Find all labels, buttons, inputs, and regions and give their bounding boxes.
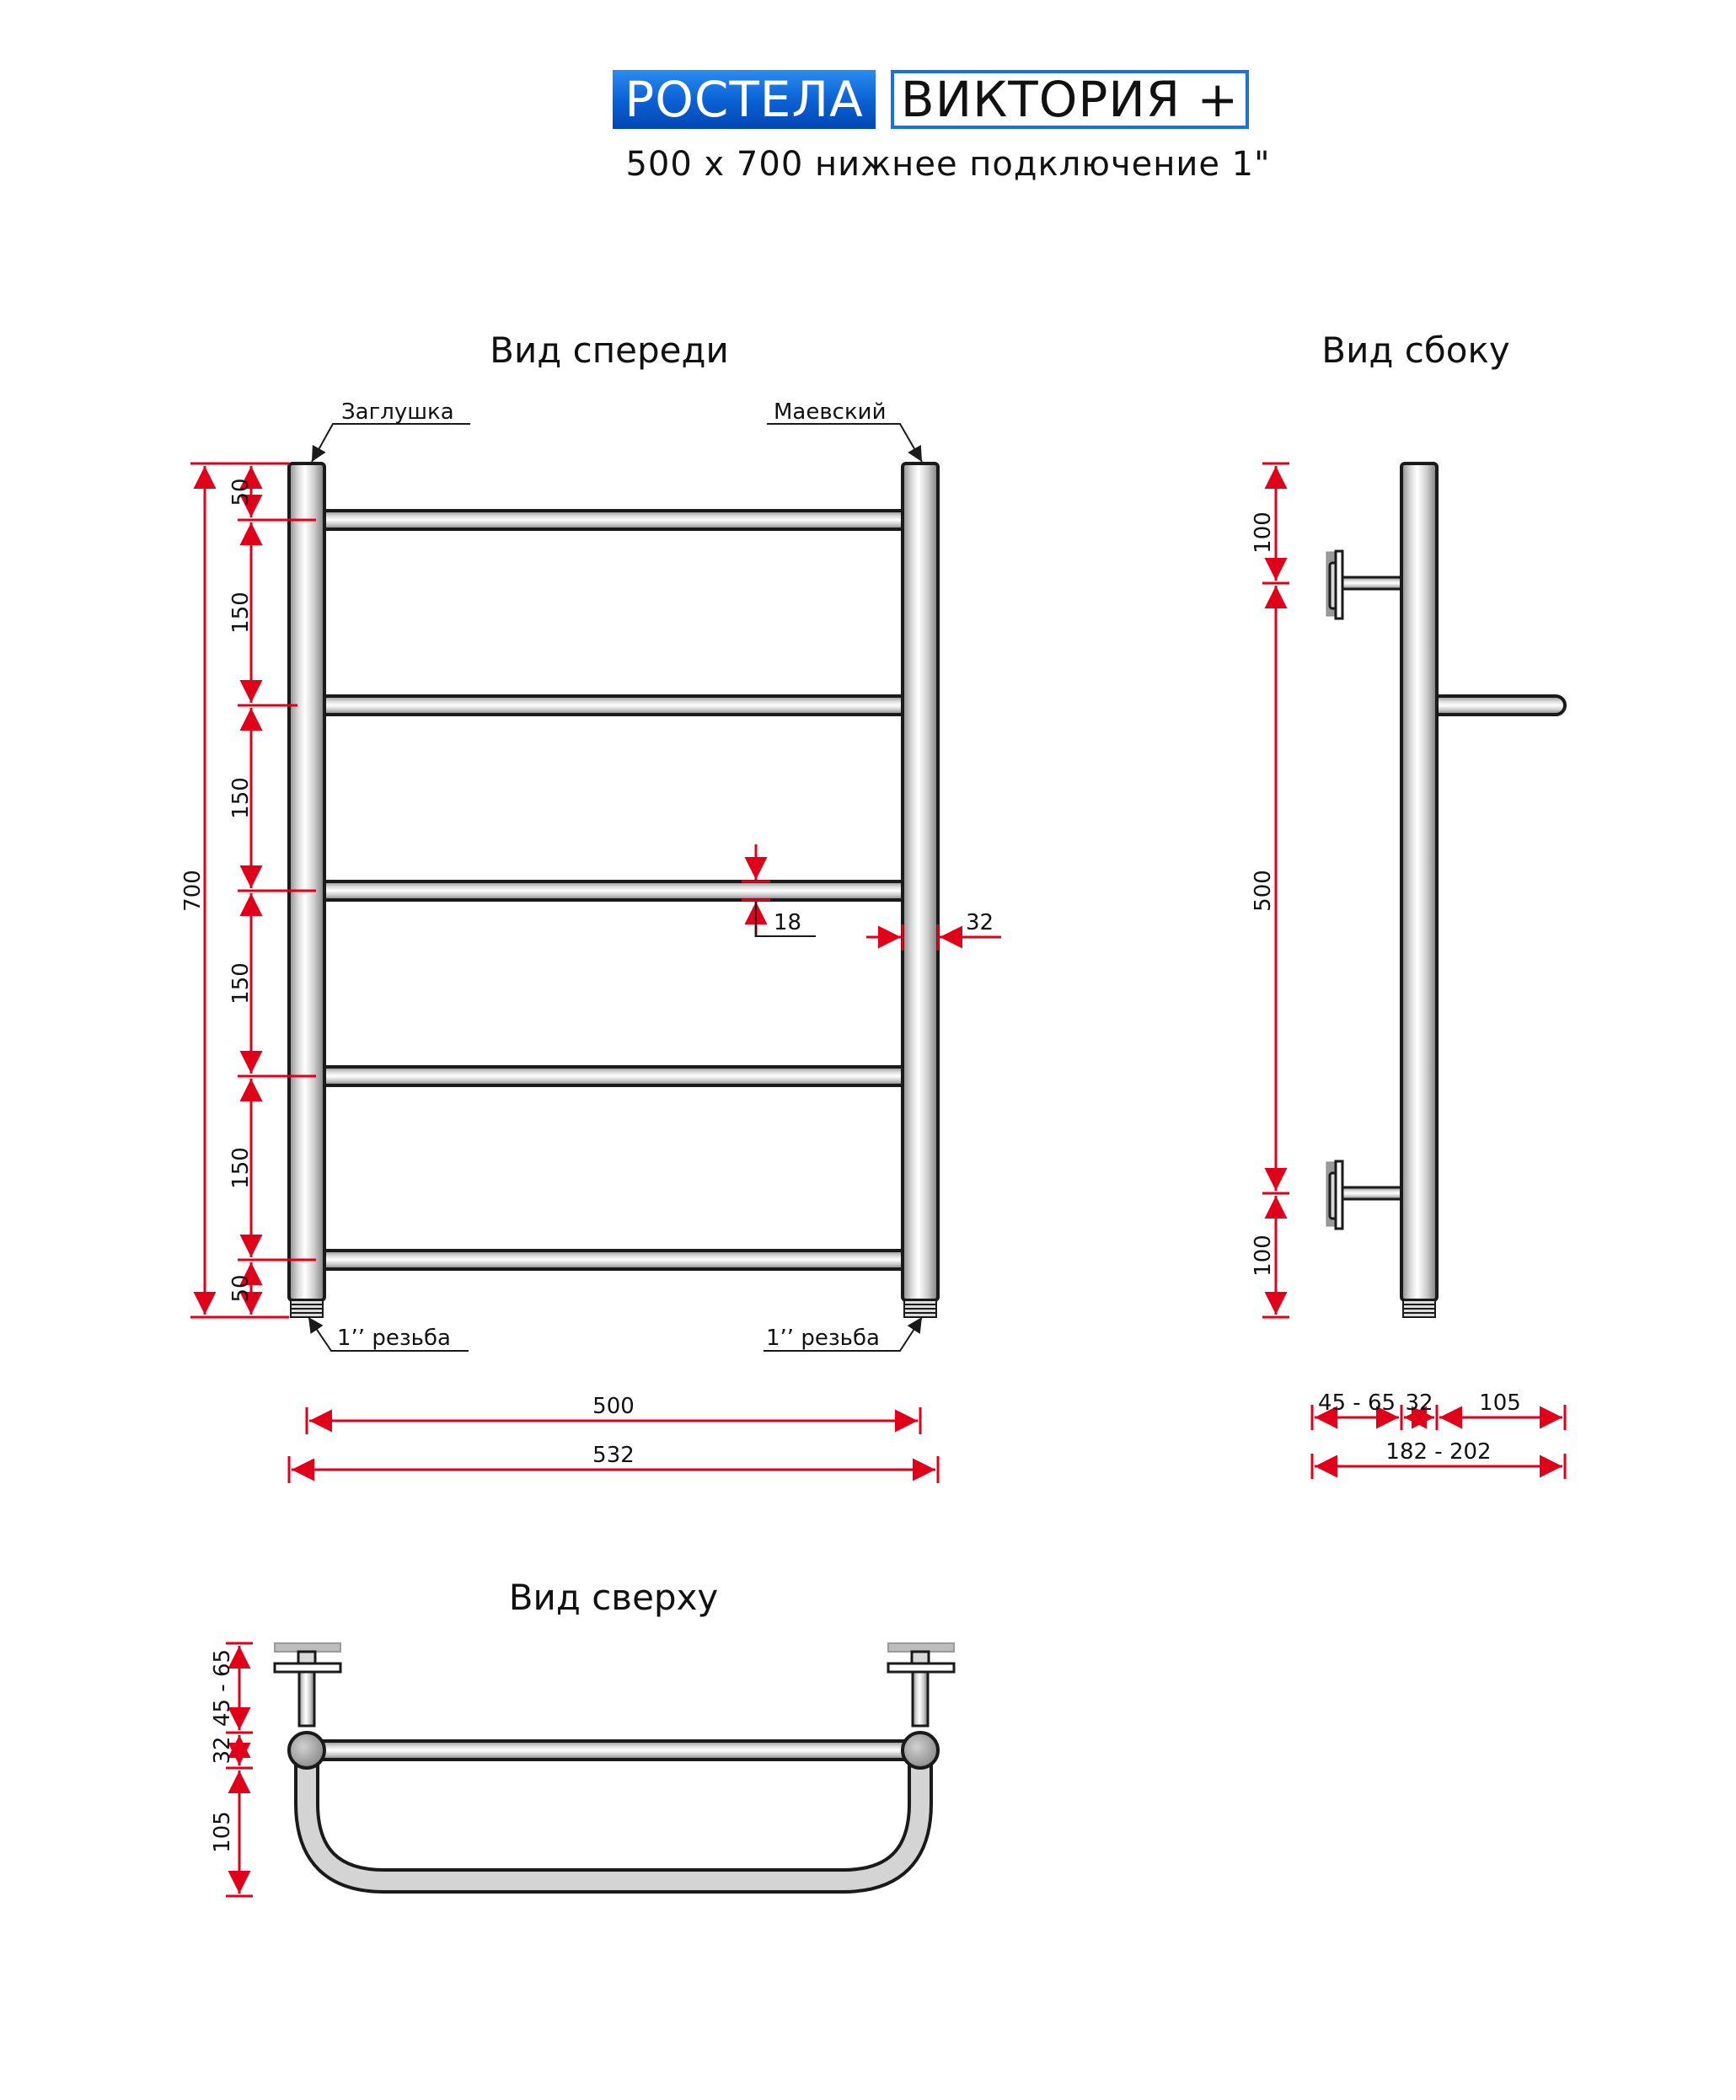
dim-pipe-diameter [866,924,1001,951]
dim-pipe-label: 32 [966,910,994,935]
top-vertical-dims [226,1642,253,1898]
plug-leader: Заглушка [311,399,470,463]
dim-total-width-label: 532 [592,1443,635,1468]
right-riser-pipe [901,462,940,1302]
side-view: Вид сбоку [1251,329,1567,1479]
towel-bar-2 [296,694,931,716]
top-u-bar [297,1741,930,1890]
dim-seg-4: 150 [228,962,254,1004]
header: РОСТЕЛА ВИКТОРИЯ + 500 х 700 нижнее подк… [0,0,1736,219]
dim-axis-width-label: 500 [592,1394,635,1419]
top-u-bar-outline [294,1738,933,1894]
side-dim-total: 182 - 202 [1385,1439,1491,1465]
top-dim-depth: 105 [210,1811,235,1853]
top-flange-right [887,1642,956,1728]
side-horizontal-dims [1310,1405,1567,1479]
towel-bar-5 [314,1249,913,1271]
thread-right-label: 1’’ резьба [766,1326,880,1351]
towel-bar-3 [314,880,913,902]
top-straight-bar [305,1739,922,1761]
wall-bracket-bottom [1326,1160,1403,1230]
top-dim-pipe: 32 [210,1736,235,1764]
dim-segments [238,466,316,1315]
wall-bracket-top [1326,549,1403,620]
dim-bar-label: 18 [774,910,801,935]
dim-seg-6: 50 [228,1274,254,1302]
dim-seg-1: 50 [228,478,254,506]
thread-right-leader: 1’’ резьба [764,1316,923,1352]
side-view-title: Вид сбоку [1321,329,1509,371]
top-view-title: Вид сверху [509,1577,719,1618]
dim-seg-5: 150 [228,1147,254,1189]
dim-seg-3: 150 [228,777,254,819]
top-view: Вид сверху [210,1577,956,1898]
right-thread-icon [903,1299,937,1318]
dim-bar-diameter [742,844,816,937]
front-view-title: Вид спереди [490,329,729,371]
top-dim-wall: 45 - 65 [210,1649,235,1727]
side-dim-top: 100 [1251,512,1276,554]
side-dim-middle: 500 [1251,870,1276,912]
dim-widths [287,1407,940,1483]
towel-bar-1 [314,509,913,531]
plug-label: Заглушка [341,399,454,425]
left-riser-pipe [287,462,326,1302]
air-valve-label: Маевский [774,399,886,425]
product-subtitle: 500 х 700 нижнее подключение 1" [625,145,1271,184]
dim-seg-2: 150 [228,592,254,634]
top-flange-left [273,1642,342,1728]
front-view: Вид спереди Заглушка Маевский [180,329,1001,1483]
side-dim-depth: 105 [1479,1390,1521,1416]
side-dim-wall: 45 - 65 [1318,1390,1396,1416]
side-towel-bar [1428,694,1567,716]
side-riser-pipe [1400,462,1439,1302]
side-dim-bottom: 100 [1251,1235,1276,1277]
dim-total-height-label: 700 [180,870,206,912]
air-valve-leader: Маевский [767,399,923,463]
towel-bar-4 [314,1065,913,1087]
top-right-pipe-section [901,1731,940,1770]
thread-left-leader: 1’’ резьба [308,1316,469,1352]
model-name: ВИКТОРИЯ + [891,70,1249,129]
dim-total-height [190,462,289,1319]
brand-logo: РОСТЕЛА [613,70,876,129]
side-vertical-dims [1262,462,1289,1319]
side-thread-icon [1402,1299,1436,1318]
left-thread-icon [290,1299,324,1318]
side-dim-pipe: 32 [1405,1390,1433,1416]
thread-left-label: 1’’ резьба [337,1326,451,1351]
top-left-pipe-section [287,1731,326,1770]
